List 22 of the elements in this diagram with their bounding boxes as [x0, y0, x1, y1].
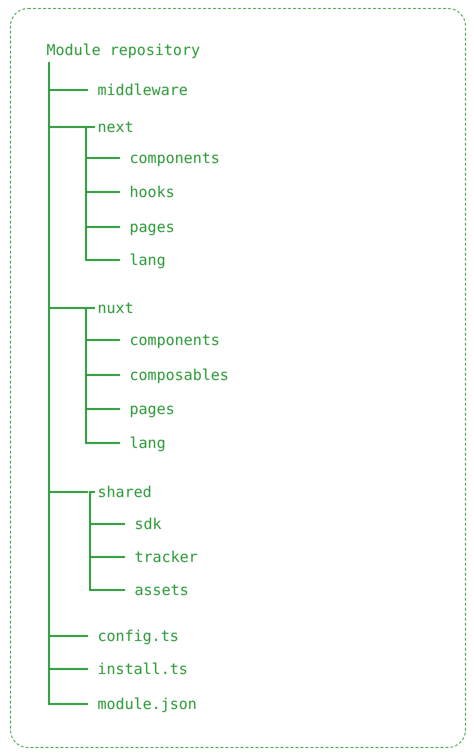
folder-label: nuxt — [94, 298, 137, 318]
folder-label: next — [94, 116, 137, 136]
folder-label: tracker — [132, 546, 201, 566]
folder-label: lang — [126, 432, 169, 452]
folder-label: components — [126, 148, 223, 168]
folder-label: shared — [94, 482, 155, 502]
folder-label: install.ts — [94, 658, 191, 678]
folder-label: middleware — [94, 80, 191, 100]
tree-connector — [85, 126, 120, 261]
folder-label: assets — [132, 580, 192, 600]
folder-label: composables — [126, 364, 232, 384]
folder-label: pages — [126, 398, 178, 418]
folder-label: pages — [126, 216, 178, 236]
folder-label: config.ts — [94, 626, 182, 646]
dashed-frame — [10, 8, 466, 748]
folder-label: components — [126, 330, 223, 350]
folder-label: hooks — [126, 182, 178, 202]
tree-title: Module repository — [46, 40, 202, 60]
folder-label: module.json — [94, 694, 200, 714]
folder-label: sdk — [132, 514, 165, 534]
folder-label: lang — [126, 250, 169, 270]
tree-connector — [85, 307, 120, 444]
